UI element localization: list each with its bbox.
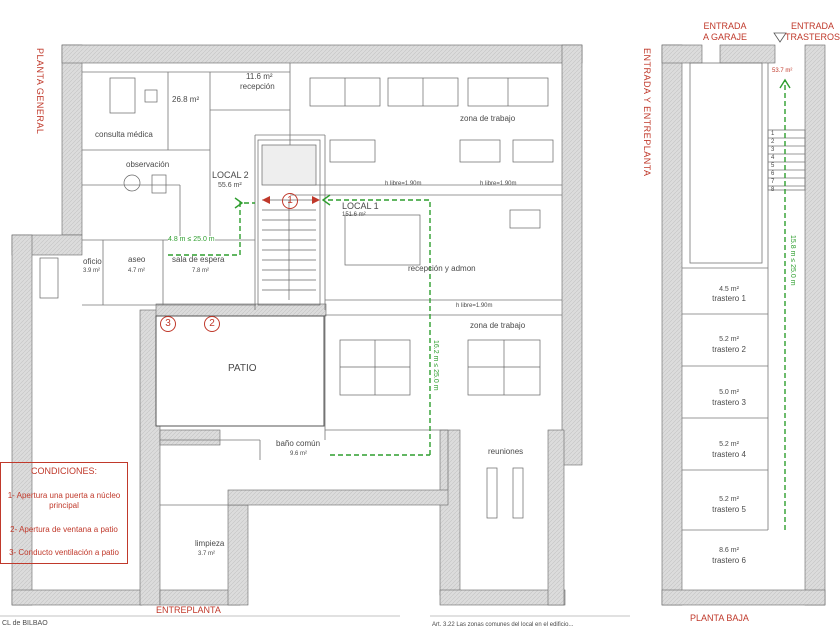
stair-step: 8 xyxy=(771,187,775,193)
desks-top xyxy=(309,77,554,266)
trastero-name: trastero 6 xyxy=(712,556,746,565)
route-arrow-icon xyxy=(321,194,331,206)
room-bano-comun: baño común xyxy=(276,439,321,448)
section-title-planta-baja: PLANTA BAJA xyxy=(690,613,749,623)
consulta-furniture xyxy=(39,77,167,299)
route-label-local1: 16.2 m ≤ 25.0 m xyxy=(432,340,439,391)
room-reuniones: reuniones xyxy=(488,447,524,456)
stair-step: 2 xyxy=(771,139,775,145)
stair-step: 6 xyxy=(771,171,775,177)
label-entrada-trasteros-2: TRASTEROS xyxy=(785,32,840,42)
room-recepcion-admon: recepción y admon xyxy=(408,264,476,273)
desks-bottom xyxy=(339,339,541,519)
section-title-entreplanta: ENTREPLANTA xyxy=(156,605,221,615)
room-aseo-area: 4.7 m² xyxy=(128,268,146,274)
room-aseo: aseo xyxy=(128,255,146,264)
route-arrow-icon xyxy=(779,78,791,89)
footer-right: Art. 3.22 Las zonas comunes del local en… xyxy=(432,622,574,628)
section-title-planta-general: PLANTA GENERAL xyxy=(35,48,45,135)
label-entrada-garaje-1: ENTRADA xyxy=(703,21,747,31)
room-local1-area: 151.6 m² xyxy=(342,212,366,218)
room-h-libre-2: h libre=1.90m xyxy=(480,181,517,187)
room-oficio-area: 3.9 m² xyxy=(83,268,101,274)
label-entrada-trasteros-1: ENTRADA xyxy=(790,21,834,31)
room-h-libre-3: h libre=1.90m xyxy=(456,303,493,309)
room-zona-trabajo-1: zona de trabajo xyxy=(460,114,516,123)
trastero-name: trastero 3 xyxy=(712,398,746,407)
entrance-arrow-icon xyxy=(773,32,787,43)
conditions-box: CONDICIONES: 1- Apertura una puerta a nú… xyxy=(0,462,128,564)
route-arrow-icon xyxy=(234,197,244,209)
room-recepcion: recepción xyxy=(240,82,275,91)
room-oficio: oficio xyxy=(83,257,102,266)
room-local2: LOCAL 2 xyxy=(212,170,249,180)
stair-step: 3 xyxy=(771,147,775,153)
trastero-name: trastero 4 xyxy=(712,450,746,459)
trastero-area: 4.5 m² xyxy=(719,286,739,293)
trastero-name: trastero 1 xyxy=(712,294,746,303)
marker-3: 3 xyxy=(160,316,176,332)
trastero-area: 5.2 m² xyxy=(719,336,739,343)
room-h-libre-1: h libre=1.90m xyxy=(385,181,422,187)
room-patio: PATIO xyxy=(228,363,257,374)
main-plan-interior xyxy=(82,63,562,506)
room-limpieza-area: 3.7 m² xyxy=(198,551,216,557)
room-consulta-area: 26.8 m² xyxy=(172,95,200,104)
room-consulta-medica: consulta médica xyxy=(95,130,153,139)
conditions-title: CONDICIONES: xyxy=(30,466,97,476)
stair-core xyxy=(257,139,321,306)
trastero-area: 5.2 m² xyxy=(719,441,739,448)
room-observacion: observación xyxy=(126,160,170,169)
patio-area xyxy=(155,315,325,427)
red-arrow-icon xyxy=(262,196,270,204)
room-entrada-area: 53.7 m² xyxy=(772,68,793,74)
stair-step: 4 xyxy=(771,155,775,161)
trastero-name: trastero 5 xyxy=(712,505,746,514)
room-local2-area: 55.6 m² xyxy=(218,182,242,189)
route-label-local2: 4.8 m ≤ 25.0 m xyxy=(168,236,215,243)
trastero-area: 5.2 m² xyxy=(719,496,739,503)
trastero-area: 5.0 m² xyxy=(719,389,739,396)
label-entrada-garaje-2: A GARAJE xyxy=(702,32,747,42)
room-bano-area: 9.6 m² xyxy=(290,451,308,457)
trastero-name: trastero 2 xyxy=(712,345,746,354)
trastero-area: 8.6 m² xyxy=(719,547,739,554)
condition-item: 2- Apertura de ventana a patio xyxy=(10,525,118,534)
condition-item: 1- Apertura una puerta a núcleo principa… xyxy=(7,491,121,510)
main-plan-walls xyxy=(11,44,583,606)
room-sala-espera-area: 7.8 m² xyxy=(192,268,210,274)
marker-1: 1 xyxy=(282,193,298,209)
stair-step: 7 xyxy=(771,179,775,185)
stair-step: 1 xyxy=(771,131,775,137)
room-sala-espera: sala de espera xyxy=(172,255,225,264)
section-title-entrada-entreplanta: ENTRADA Y ENTREPLANTA xyxy=(642,48,652,177)
evacuation-routes xyxy=(168,80,786,530)
room-limpieza: limpieza xyxy=(195,539,225,548)
stair-step: 5 xyxy=(771,163,775,169)
route-label-planta-baja: 15.8 m ≤ 25.0 m xyxy=(789,235,796,286)
room-local1: LOCAL 1 xyxy=(342,201,379,211)
room-zona-trabajo-2: zona de trabajo xyxy=(470,321,526,330)
room-recepcion-area: 11.6 m² xyxy=(246,72,273,81)
footer-left: CL de BILBAO xyxy=(2,620,48,627)
marker-2: 2 xyxy=(204,316,220,332)
ground-plan-interior xyxy=(682,62,806,531)
condition-item: 3- Conducto ventilación a patio xyxy=(9,548,119,557)
red-arrow-icon xyxy=(312,196,320,204)
ground-plan-walls xyxy=(661,44,826,606)
